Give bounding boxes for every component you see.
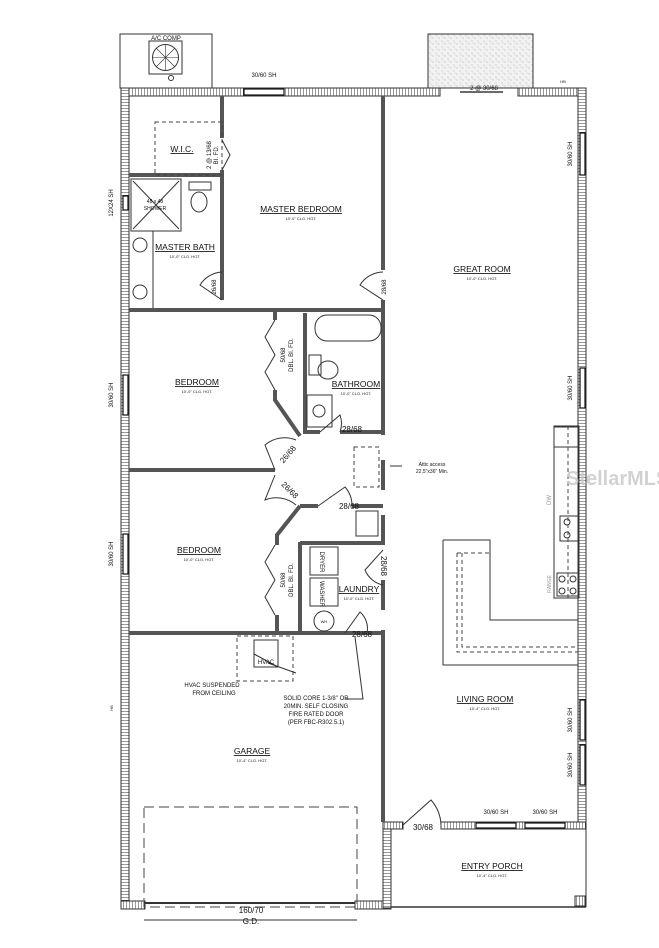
- door-label: G.D.: [243, 917, 259, 926]
- door-label: 30/68: [413, 823, 434, 832]
- door-label: 26/68: [212, 279, 218, 295]
- door-label: 28/68: [342, 425, 363, 434]
- window-label: 30/60 SH: [568, 375, 574, 400]
- living-room-label: LIVING ROOM: [457, 694, 514, 704]
- exterior-walls: [120, 87, 587, 910]
- window-label: 30/60 SH: [568, 707, 574, 732]
- dryer-label: DRYER: [318, 552, 324, 574]
- door-labels: 2 @ 13/68 BI. FD. 26/68 28/68 50/68 DBL.…: [207, 140, 434, 926]
- range-label: RANGE: [547, 574, 553, 592]
- door-label: 50/68: [281, 572, 287, 588]
- window-label: 30/60 SH: [109, 382, 115, 407]
- hose-bib-label: HB: [109, 705, 114, 711]
- ac-comp-label: A/C COMP: [151, 36, 181, 42]
- interior-walls: [129, 96, 385, 822]
- ceiling-note: 10'-0" CLG. HGT.: [341, 391, 372, 396]
- room-labels: MASTER BEDROOM 10'-0" CLG. HGT. MASTER B…: [155, 144, 523, 878]
- fire-door-note: 20MIN. SELF CLOSING: [284, 704, 349, 710]
- dishwasher-label: DW: [547, 495, 553, 505]
- door-label: 28/68: [339, 502, 360, 511]
- bathroom-label: BATHROOM: [332, 379, 380, 389]
- door-label: BI. FD.: [214, 145, 220, 164]
- window-label: 30/60 SH: [251, 73, 276, 79]
- ceiling-note: 10'-0" CLG. HGT.: [170, 254, 201, 259]
- ac-compressor: A/C COMP: [119, 33, 213, 89]
- fire-door-note: (PER FBC-R302.5.1): [288, 720, 344, 726]
- washer-label: WASHER: [318, 581, 324, 608]
- attic-note: 22.5"x36" Min.: [416, 469, 448, 475]
- notes: Attic access 22.5"x36" Min. HVAC SUSPEND…: [184, 462, 448, 726]
- window-label: 30/60 SH: [483, 810, 508, 816]
- hvac-note: HVAC SUSPENDED: [184, 683, 240, 689]
- ceiling-note: 10'-0" CLG. HGT.: [286, 216, 317, 221]
- door-label: 28/68: [379, 556, 388, 577]
- ceiling-note: 10'-4" CLG. HGT.: [237, 758, 268, 763]
- door-label: 160/70: [239, 906, 264, 915]
- ceiling-note: 10'-0" CLG. HGT.: [182, 389, 213, 394]
- window-label: 2 @ 30/68: [470, 86, 498, 92]
- door-label: 26/68: [278, 443, 298, 465]
- watermark: StellarMLS: [566, 468, 659, 490]
- door-label: DBL. BI. FD.: [289, 338, 295, 372]
- shower-label: SHOWER: [144, 206, 167, 212]
- hvac-label: HVAC: [258, 660, 275, 666]
- entry-porch-label: ENTRY PORCH: [461, 861, 523, 871]
- window-label: 12X24 SH: [109, 189, 115, 216]
- water-heater-label: WH: [321, 619, 328, 624]
- attic-note: Attic access: [419, 462, 446, 468]
- door-swings: [199, 139, 442, 826]
- laundry-label: LAUNDRY: [339, 584, 380, 594]
- ceiling-note: 10'-0" CLG. HGT.: [344, 596, 375, 601]
- hvac-note: FROM CEILING: [192, 691, 236, 697]
- window-label: 30/60 SH: [109, 541, 115, 566]
- shower-size: 48 x 48: [147, 199, 164, 205]
- door-label: 26/68: [280, 480, 301, 501]
- kitchen: [267, 425, 580, 700]
- window-label: 30/60 SH: [568, 752, 574, 777]
- bedroom-1-label: BEDROOM: [175, 377, 219, 387]
- rear-patio: [427, 33, 534, 89]
- master-bedroom-label: MASTER BEDROOM: [260, 204, 342, 214]
- door-label: 28/68: [352, 630, 373, 639]
- ceiling-note: 10'-0" CLG. HGT.: [467, 276, 498, 281]
- window-labels: 30/60 SH 2 @ 30/68 HB 30/60 SH 30/60 SH …: [109, 73, 574, 816]
- fixture-labels: 48 x 48 SHOWER DRYER WASHER WH HVAC DW R…: [144, 199, 553, 666]
- door-label: 2 @ 13/68: [207, 140, 213, 168]
- door-label: DBL. BI. FD.: [289, 563, 295, 597]
- fire-door-note: FIRE RATED DOOR: [289, 712, 345, 718]
- bath-fixtures: [130, 121, 382, 682]
- wic-label: W.I.C.: [170, 144, 193, 154]
- bedroom-2-label: BEDROOM: [177, 545, 221, 555]
- ceiling-note: 10'-4" CLG. HGT.: [477, 873, 508, 878]
- great-room-label: GREAT ROOM: [453, 264, 510, 274]
- hose-bib-label: HB: [560, 79, 566, 84]
- door-label: 50/68: [281, 347, 287, 363]
- window-label: 30/60 SH: [532, 810, 557, 816]
- ceiling-note: 10'-4" CLG. HGT.: [470, 706, 501, 711]
- ceiling-note: 10'-0" CLG. HGT.: [184, 557, 215, 562]
- fire-door-note: SOLID CORE 1-3/8" OR: [283, 696, 349, 702]
- garage-label: GARAGE: [234, 746, 271, 756]
- garage-door: [143, 806, 358, 921]
- windows: [122, 88, 586, 829]
- door-label: 28/68: [382, 279, 388, 295]
- master-bath-label: MASTER BATH: [155, 242, 215, 252]
- window-label: 30/60 SH: [568, 141, 574, 166]
